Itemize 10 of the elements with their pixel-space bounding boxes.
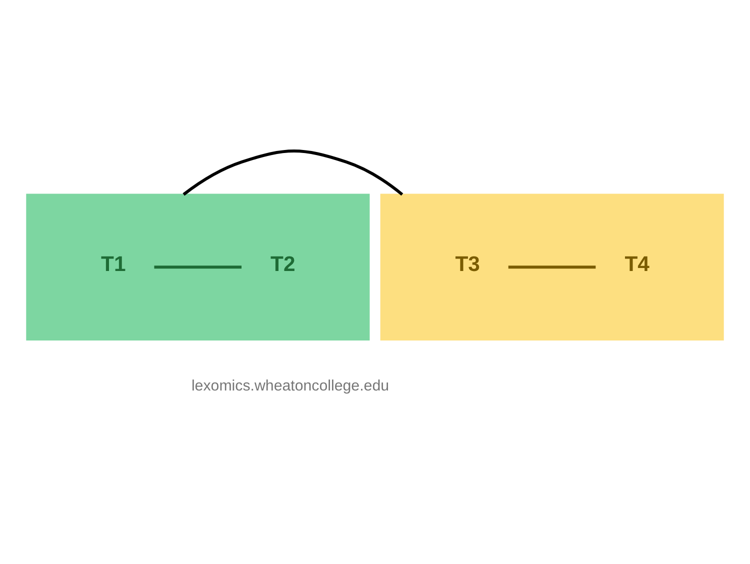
node-text: T3 (455, 252, 480, 276)
connector (182, 149, 404, 196)
node-text: T4 (624, 252, 650, 276)
cluster (26, 193, 370, 340)
cluster (380, 193, 724, 340)
connector (508, 265, 596, 268)
connector (154, 265, 242, 268)
node-text: T1 (101, 252, 126, 276)
node-text: T2 (270, 252, 296, 276)
label: lexomics.wheatoncollege.edu (191, 376, 390, 394)
